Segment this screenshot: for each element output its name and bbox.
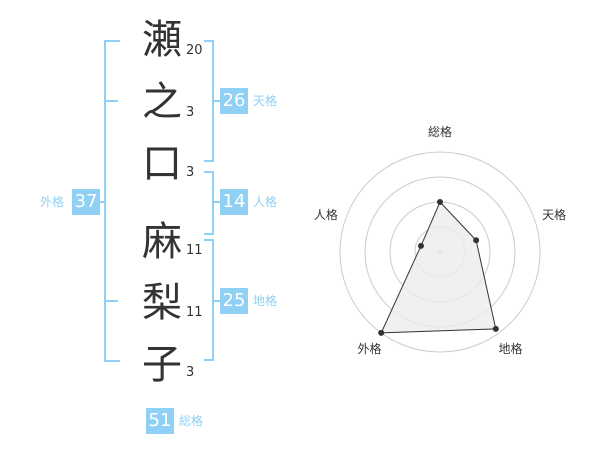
radar-axis-label-3: 地格 [499, 341, 523, 356]
chikaku-label: 地格 [253, 294, 278, 308]
tenkaku-label: 天格 [253, 94, 278, 108]
name-char-4: 麻 [142, 219, 182, 265]
name-char-6: 子 [142, 342, 182, 388]
gaikaku-connector [100, 201, 104, 203]
tenkaku-connector [214, 100, 220, 102]
jinkaku-bracket [204, 171, 214, 235]
radar-data-polygon [380, 201, 497, 334]
radar-ring-4 [339, 151, 541, 353]
jinkaku-label: 人格 [253, 195, 278, 209]
gaikaku-bracket [104, 40, 120, 362]
tenkaku-bracket [204, 40, 214, 162]
radar-axis-label-2: 天格 [542, 207, 566, 222]
gaikaku-value: 37 [72, 189, 100, 215]
stroke-count-1: 20 [186, 43, 203, 58]
chikaku-bracket [204, 239, 214, 361]
gaikaku-tick-1 [106, 100, 118, 102]
radar-point-2 [473, 237, 480, 244]
tenkaku-value: 26 [220, 88, 248, 114]
radar-point-1 [437, 199, 443, 205]
stroke-count-2: 3 [186, 105, 195, 120]
soukaku-label: 総格 [179, 414, 204, 428]
gaikaku-label: 外格 [40, 195, 65, 209]
chikaku-value: 25 [220, 288, 248, 314]
radar-axis-label-4: 外格 [357, 341, 381, 356]
name-char-2: 之 [142, 79, 182, 125]
name-char-1: 瀬 [142, 17, 182, 63]
chikaku-connector [214, 300, 220, 302]
radar-point-3 [492, 325, 499, 332]
radar-point-4 [378, 329, 385, 336]
radar-axis-label-1: 総格 [428, 124, 452, 139]
jinkaku-value: 14 [220, 189, 248, 215]
radar-point-5 [417, 242, 424, 249]
soukaku-value: 51 [146, 408, 174, 434]
name-char-3: 口 [142, 141, 182, 187]
stroke-count-4: 11 [186, 243, 203, 258]
gaikaku-tick-2 [106, 300, 118, 302]
jinkaku-connector [214, 201, 220, 203]
name-char-5: 梨 [142, 280, 182, 326]
stroke-count-5: 11 [186, 305, 203, 320]
radar-axis-label-5: 人格 [314, 207, 338, 222]
stroke-count-3: 3 [186, 165, 195, 180]
stroke-count-6: 3 [186, 365, 195, 380]
